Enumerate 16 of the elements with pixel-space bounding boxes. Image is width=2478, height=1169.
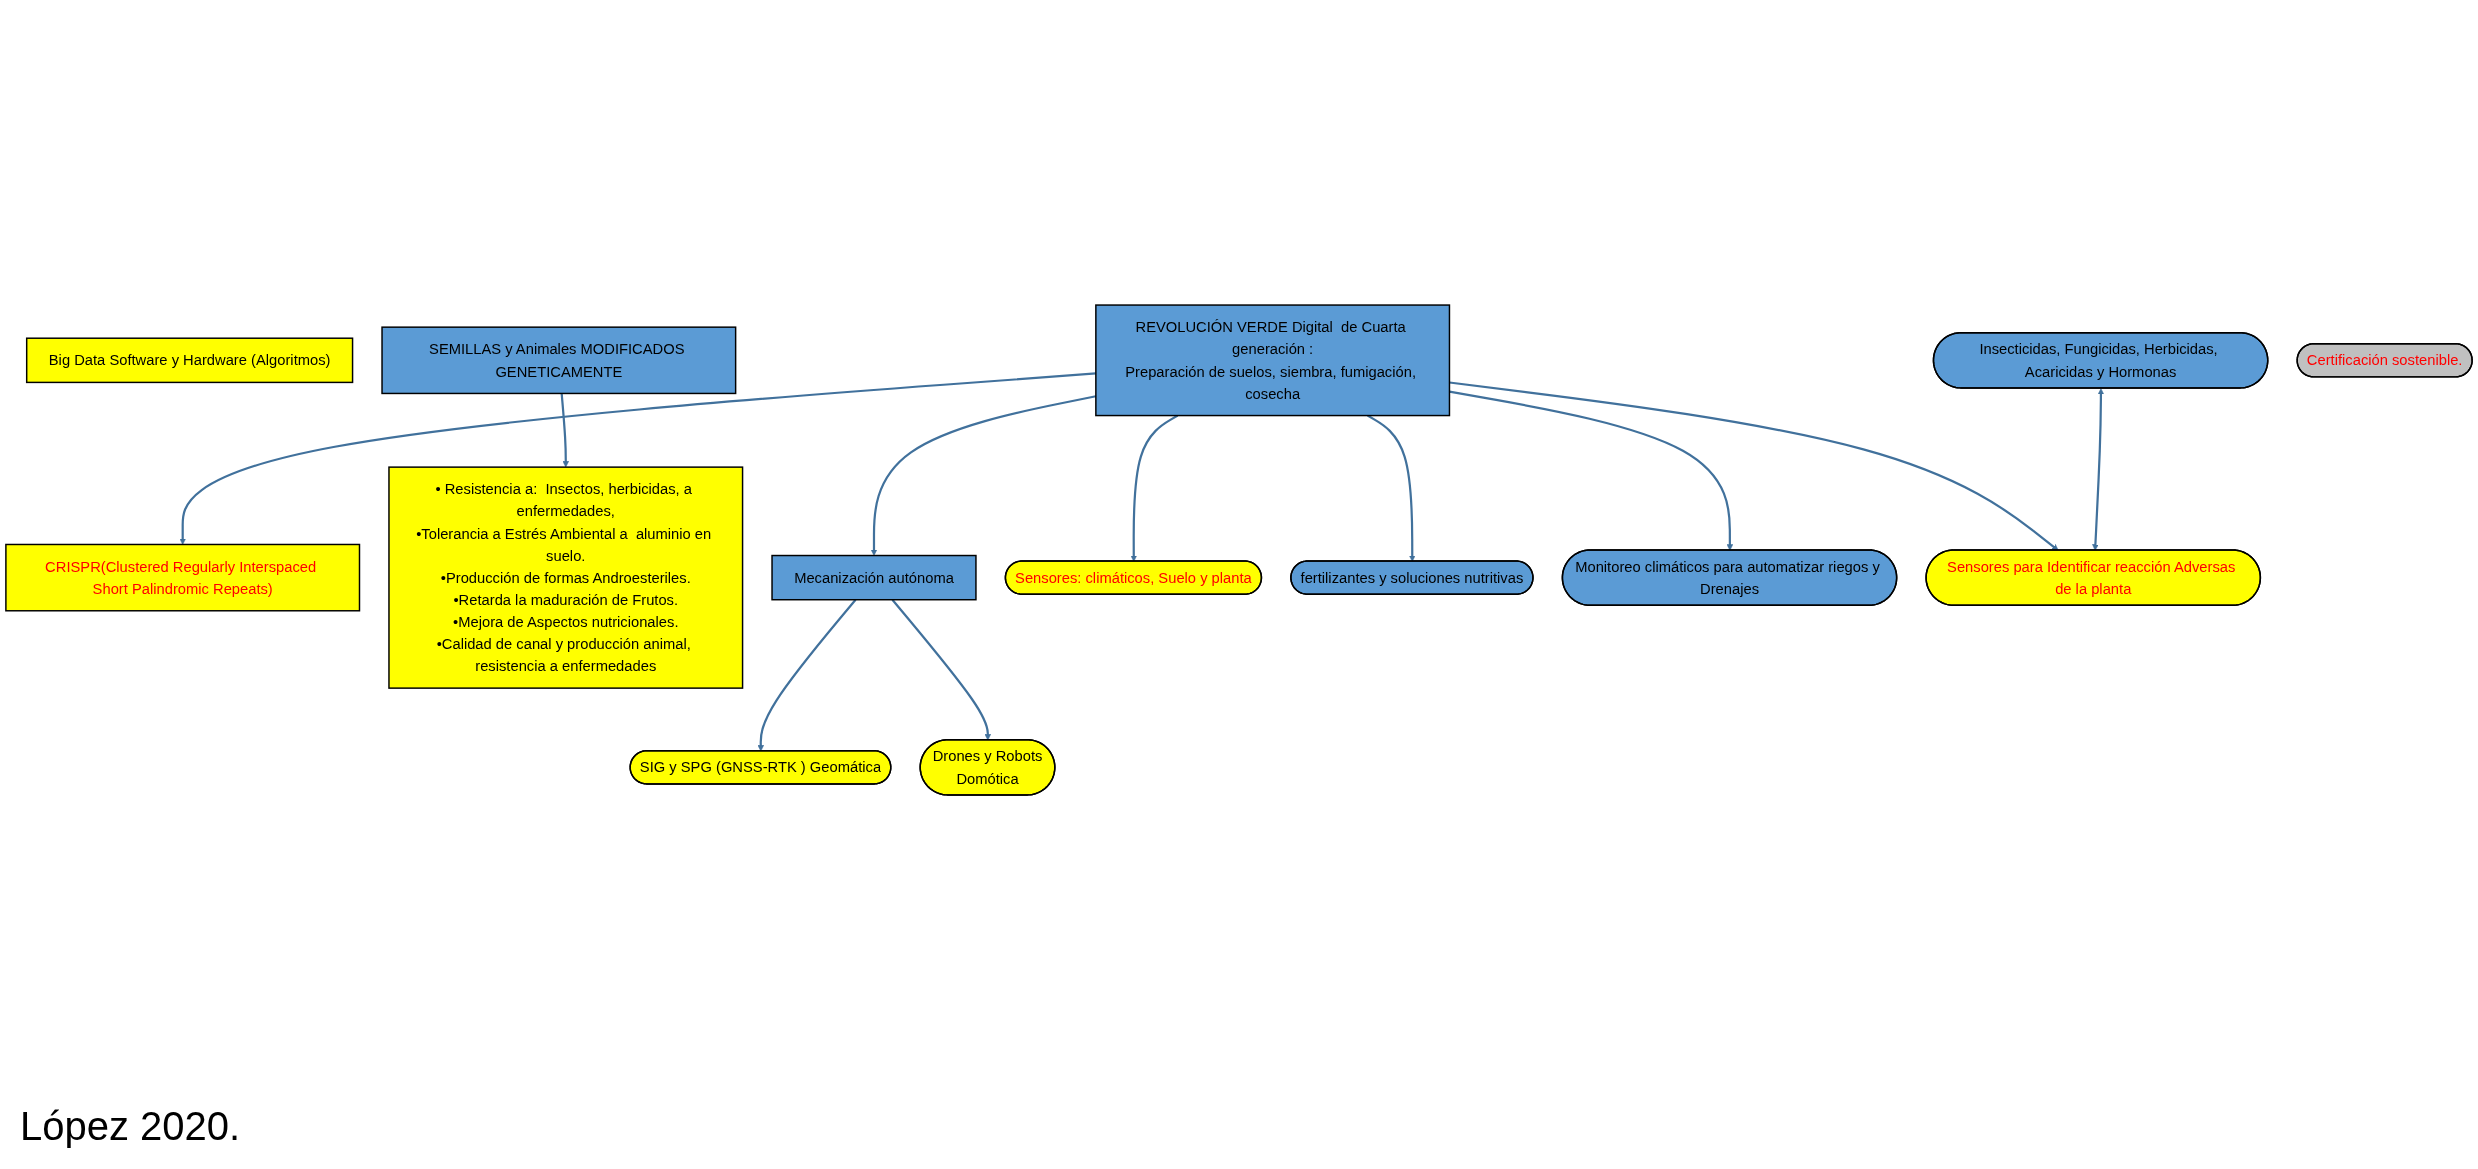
arrow — [891, 599, 992, 741]
node-box: CRISPR(Clustered Regularly Interspaced Short Palindromic Repeats) — [5, 543, 361, 612]
arrow — [2092, 388, 2105, 551]
node-box: • Resistencia a: Insectos, herbicidas, a enfermedades, •Tolerancia a Estrés Ambiental a aluminio en suelo. •Producción de formas Androesteriles. •Retarda la maduración de Frutos. •Mejora de Aspectos nutricionales. •Calidad de canal y producción animal, resistencia a enfermedades — [388, 466, 744, 689]
node-box: Big Data Software y Hardware (Algoritmos) — [25, 337, 354, 384]
arrow — [1449, 390, 1734, 551]
node-box: SEMILLAS y Animales MODIFICADOS GENETICAMENTE — [381, 326, 737, 395]
arrow — [1130, 414, 1179, 562]
node-box: Mecanización autónoma — [771, 554, 977, 601]
arrow — [757, 599, 857, 752]
caption: López 2020. — [20, 1104, 241, 1149]
arrow — [1367, 414, 1416, 562]
arrow — [179, 372, 1096, 545]
arrow — [1449, 381, 2059, 551]
node-box: REVOLUCIÓN VERDE Digital de Cuarta generación : Preparación de suelos, siembra, fumigación, cosecha — [1095, 304, 1451, 417]
arrow — [560, 393, 569, 468]
